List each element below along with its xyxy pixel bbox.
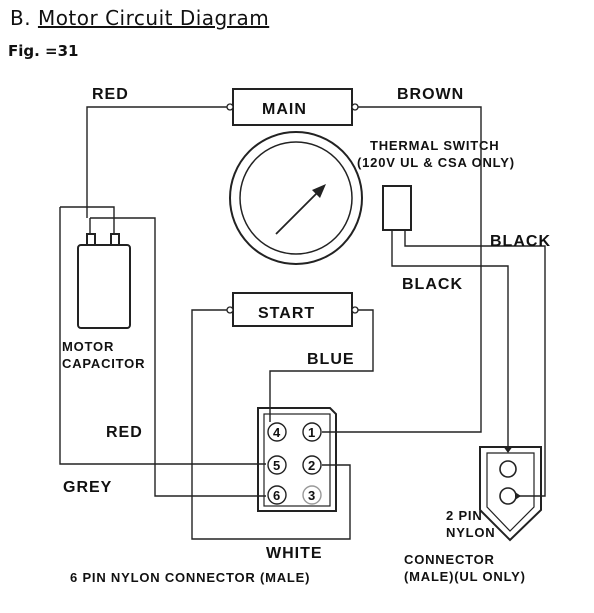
main-label: MAIN bbox=[262, 101, 307, 118]
two-pin-label-line2: NYLON bbox=[446, 525, 496, 540]
start-label: START bbox=[258, 305, 315, 322]
title-text: Motor Circuit Diagram bbox=[37, 6, 270, 30]
start-terminal-right bbox=[351, 306, 359, 314]
white-wire-label: WHITE bbox=[266, 545, 323, 562]
figure-number: Fig. =31 bbox=[8, 42, 79, 60]
black-wire-label-right: BLACK bbox=[490, 233, 551, 250]
svg-text:1: 1 bbox=[308, 425, 316, 440]
thermal-switch-label-line2: (120V UL & CSA ONLY) bbox=[357, 155, 515, 170]
thermal-switch-label-line1: THERMAL SWITCH bbox=[370, 138, 499, 153]
pin-6: 6 bbox=[267, 485, 287, 505]
diagram-title: B. Motor Circuit Diagram bbox=[10, 6, 269, 30]
pin-1: 1 bbox=[302, 422, 322, 442]
svg-text:5: 5 bbox=[273, 458, 281, 473]
red-wire-label-top: RED bbox=[92, 86, 129, 103]
capacitor-label-line2: CAPACITOR bbox=[62, 356, 145, 371]
two-pin-label-line3: CONNECTOR bbox=[404, 552, 495, 567]
motor-capacitor bbox=[77, 233, 131, 329]
main-terminal-right bbox=[351, 103, 359, 111]
black-wire-label-middle: BLACK bbox=[402, 276, 463, 293]
two-pin-label-line1: 2 PIN bbox=[446, 508, 483, 523]
main-terminal-left bbox=[226, 103, 234, 111]
motor-dial-icon bbox=[229, 131, 363, 265]
two-pin-connector bbox=[479, 446, 542, 542]
svg-text:2: 2 bbox=[308, 458, 316, 473]
red-wire-label-left: RED bbox=[106, 424, 143, 441]
section-letter: B. bbox=[10, 6, 32, 30]
start-terminal-left bbox=[226, 306, 234, 314]
pin-3: 3 bbox=[302, 485, 322, 505]
pin-4: 4 bbox=[267, 422, 287, 442]
grey-wire-label: GREY bbox=[63, 479, 112, 496]
pin-5: 5 bbox=[267, 455, 287, 475]
svg-text:6: 6 bbox=[273, 488, 281, 503]
brown-wire-label: BROWN bbox=[397, 86, 464, 103]
svg-text:3: 3 bbox=[308, 488, 316, 503]
wiring bbox=[59, 106, 546, 540]
thermal-switch bbox=[382, 185, 412, 231]
six-pin-connector bbox=[257, 407, 337, 512]
capacitor-label-line1: MOTOR bbox=[62, 339, 114, 354]
six-pin-connector-label: 6 PIN NYLON CONNECTOR (MALE) bbox=[70, 570, 310, 585]
pin-2: 2 bbox=[302, 455, 322, 475]
two-pin-label-line4: (MALE)(UL ONLY) bbox=[404, 569, 526, 584]
blue-wire-label: BLUE bbox=[307, 351, 355, 368]
svg-text:4: 4 bbox=[273, 425, 281, 440]
